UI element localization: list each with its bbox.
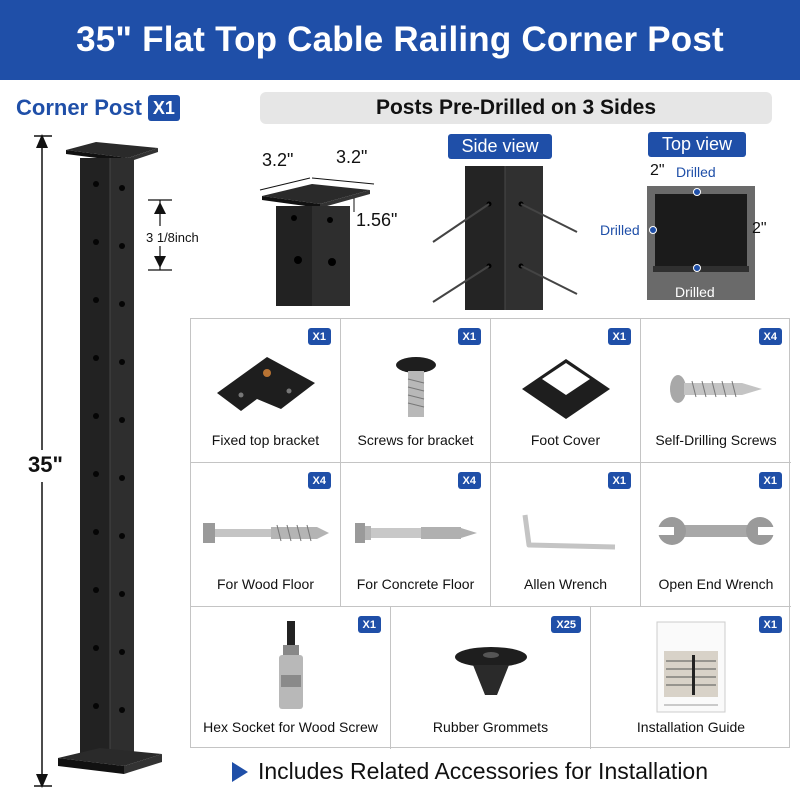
- accessory-cell: X4 For Wood Floor: [191, 463, 341, 607]
- allen-wrench-icon: [522, 514, 615, 550]
- post-hole: [93, 413, 99, 419]
- qty-badge: X1: [357, 616, 381, 633]
- lag-screw-icon: [202, 523, 329, 543]
- post-height-label: 35": [28, 452, 63, 477]
- accessories-grid: X1 Fixed top bracket X1 Screws for brack…: [190, 318, 791, 749]
- top-view-tag: Top view: [648, 132, 746, 157]
- top-view-illustration: [647, 186, 755, 300]
- open-end-wrench-icon: [658, 517, 774, 545]
- accessory-label: Allen Wrench: [523, 576, 607, 592]
- post-hole: [93, 239, 99, 245]
- post-hole: [119, 301, 125, 307]
- top-view-dim-right: 2": [752, 220, 767, 237]
- post-hole: [93, 645, 99, 651]
- self-drilling-screw-icon: [670, 375, 762, 403]
- accessory-label: Fixed top bracket: [211, 432, 320, 448]
- side-view-tag: Side view: [448, 134, 552, 159]
- qty-badge: X1: [758, 616, 782, 633]
- hole-spacing-label: 3 1/8inch: [146, 230, 199, 245]
- top-width-2: 3.2": [336, 147, 368, 167]
- top-width-1: 3.2": [262, 150, 294, 170]
- accessory-label: Rubber Grommets: [432, 719, 549, 735]
- top-view-dim-top: 2": [650, 162, 665, 179]
- post-hole: [119, 243, 125, 249]
- accessory-cell: X1 Open End Wrench: [641, 463, 791, 607]
- qty-badge: X1: [307, 328, 331, 345]
- page-title: 35" Flat Top Cable Railing Corner Post: [76, 20, 724, 59]
- post-top-detail: [259, 177, 375, 306]
- triangle-bullet-icon: [232, 761, 248, 782]
- post-hole: [93, 181, 99, 187]
- top-thickness: 1.56": [356, 210, 398, 230]
- qty-badge: X4: [307, 472, 331, 489]
- corner-post-text: Corner Post: [16, 95, 142, 120]
- accessory-cell: X25 Rubber Grommets: [391, 607, 591, 749]
- accessory-label: Open End Wrench: [658, 576, 774, 592]
- qty-badge: X25: [551, 616, 581, 633]
- corner-post-qty-badge: X1: [147, 95, 180, 121]
- rubber-grommet-icon: [454, 647, 527, 695]
- top-view-drilled-left: Drilled: [600, 222, 640, 238]
- post-hole: [119, 533, 125, 539]
- accessory-cell: X1 Hex Socket for Wood Screw: [191, 607, 391, 749]
- footer-note: Includes Related Accessories for Install…: [232, 758, 708, 785]
- accessory-cell: X1 Installation Guide: [591, 607, 791, 749]
- footer-text: Includes Related Accessories for Install…: [258, 758, 709, 784]
- post-hole: [93, 297, 99, 303]
- post-hole: [119, 707, 125, 713]
- accessory-cell: X1 Fixed top bracket: [191, 319, 341, 463]
- post-hole: [119, 417, 125, 423]
- qty-badge: X4: [457, 472, 481, 489]
- top-view-drilled-bottom: Drilled: [675, 284, 715, 300]
- qty-badge: X4: [758, 328, 782, 345]
- post-hole: [119, 475, 125, 481]
- top-view-drilled-top: Drilled: [676, 164, 716, 180]
- accessory-label: Screws for bracket: [357, 432, 474, 448]
- accessory-label: Hex Socket for Wood Screw: [203, 719, 378, 735]
- qty-badge: X1: [607, 328, 631, 345]
- accessory-cell: X4 Self-Drilling Screws: [641, 319, 791, 463]
- accessory-cell: X4 For Concrete Floor: [341, 463, 491, 607]
- qty-badge: X1: [457, 328, 481, 345]
- pre-drilled-banner: Posts Pre-Drilled on 3 Sides: [260, 92, 772, 124]
- accessory-label: For Wood Floor: [217, 576, 314, 592]
- accessory-label: Self-Drilling Screws: [655, 432, 777, 448]
- accessory-cell: X1 Foot Cover: [491, 319, 641, 463]
- post-hole: [93, 355, 99, 361]
- accessory-cell: X1 Screws for bracket: [341, 319, 491, 463]
- foot-cover-icon: [521, 359, 610, 419]
- title-banner: 35" Flat Top Cable Railing Corner Post: [0, 0, 800, 80]
- post-hole: [119, 185, 125, 191]
- post-hole: [93, 471, 99, 477]
- hex-socket-icon: [278, 621, 303, 709]
- bracket-icon: [216, 357, 315, 411]
- accessory-label: For Concrete Floor: [356, 576, 475, 592]
- corner-post-label: Corner Post X1: [16, 95, 180, 121]
- post-hole: [93, 703, 99, 709]
- post-hole: [119, 649, 125, 655]
- post-hole: [119, 591, 125, 597]
- anchor-bolt-icon: [354, 523, 477, 543]
- corner-post-illustration: [20, 134, 172, 788]
- qty-badge: X1: [607, 472, 631, 489]
- accessory-label: Foot Cover: [530, 432, 601, 448]
- qty-badge: X1: [758, 472, 782, 489]
- side-view-illustration: [432, 166, 578, 310]
- accessory-cell: X1 Allen Wrench: [491, 463, 641, 607]
- accessory-label: Installation Guide: [636, 719, 746, 735]
- post-hole: [93, 587, 99, 593]
- post-hole: [119, 359, 125, 365]
- screw-icon: [395, 357, 436, 417]
- installation-guide-icon: [656, 621, 726, 713]
- post-hole: [93, 529, 99, 535]
